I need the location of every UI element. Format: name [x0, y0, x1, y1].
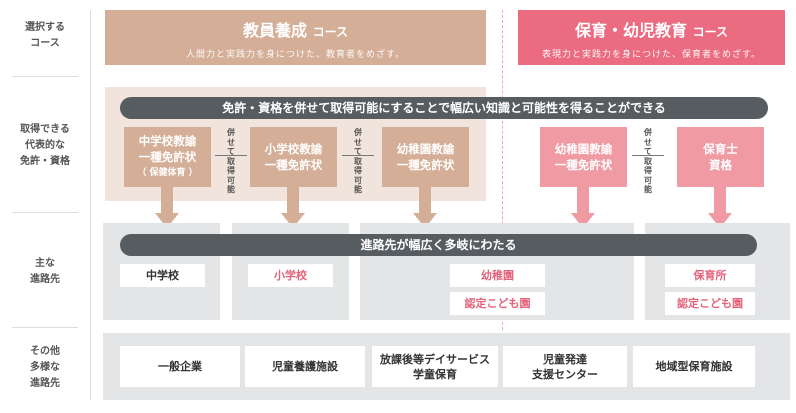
license-card-junior-high: 中学校教諭 一種免許状（ 保健体育 ）: [124, 127, 211, 187]
down-arrow-icon: [708, 187, 732, 228]
career-certified-center: 認定こども園: [665, 292, 755, 315]
career-banner: 進路先が幅広く多岐にわたる: [120, 234, 757, 256]
course-separator: [502, 10, 503, 330]
row-label-careers: 主な 進路先: [30, 258, 60, 285]
course-teacher: 教員養成 コース 人間力と実践力を身につけた、教育者をめざす。: [105, 10, 486, 65]
course-title: 保育・幼児教育: [575, 21, 688, 40]
row-divider: [12, 212, 78, 213]
career-junior-high: 中学校: [120, 264, 205, 287]
column-divider: [90, 10, 91, 400]
career-kindergarten: 幼稚園: [450, 264, 545, 287]
license-card-kindergarten-childcare: 幼稚園教諭 一種免許状: [540, 127, 627, 187]
license-card-nursery: 保育士 資格: [677, 127, 764, 187]
down-arrow-icon: [155, 187, 179, 228]
course-childcare: 保育・幼児教育 コース 表現力と実践力を身につけた、保育者をめざす。: [518, 10, 785, 65]
career-elementary: 小学校: [248, 264, 333, 287]
double-arrow-icon: [342, 155, 374, 156]
license-card-elementary: 小学校教諭 一種免許状: [250, 127, 337, 187]
row-divider: [12, 327, 78, 328]
row-divider: [12, 76, 78, 77]
course-suffix: コース: [312, 25, 348, 39]
row-label-course: 選択する コース: [25, 22, 65, 49]
career-nursery: 保育所: [665, 264, 755, 287]
dual-acquisition-link: 併 せ て 取 得 可 能: [340, 128, 376, 195]
dual-acquisition-link: 併 せ て 取 得 可 能: [630, 128, 666, 195]
other-career: 児童発達 支援センター: [503, 346, 627, 387]
career-certified-center: 認定こども園: [450, 292, 545, 315]
double-arrow-icon: [215, 155, 247, 156]
double-arrow-icon: [632, 155, 664, 156]
down-arrow-icon: [571, 187, 595, 228]
row-label-other-careers: その他 多様な 進路先: [30, 346, 60, 389]
license-card-kindergarten: 幼稚園教諭 一種免許状: [382, 127, 469, 187]
course-subtitle: 人間力と実践力を身につけた、教育者をめざす。: [185, 50, 406, 60]
licenses-banner: 免許・資格を併せて取得可能にすることで幅広い知識と可能性を得ることができる: [120, 97, 768, 119]
other-career: 地域型保育施設: [633, 346, 755, 387]
course-subtitle: 表現力と実践力を身につけた、保育者をめざす。: [541, 50, 762, 60]
dual-acquisition-link: 併 せ て 取 得 可 能: [213, 128, 249, 195]
down-arrow-icon: [413, 187, 437, 228]
course-title: 教員養成: [243, 21, 308, 40]
other-career: 放課後等デイサービス 学童保育: [372, 346, 498, 387]
course-suffix: コース: [692, 25, 728, 39]
row-label-licenses: 取得できる 代表的な 免許・資格: [20, 124, 70, 167]
other-career: 一般企業: [120, 346, 240, 387]
other-career: 児童養護施設: [245, 346, 365, 387]
down-arrow-icon: [281, 187, 305, 228]
